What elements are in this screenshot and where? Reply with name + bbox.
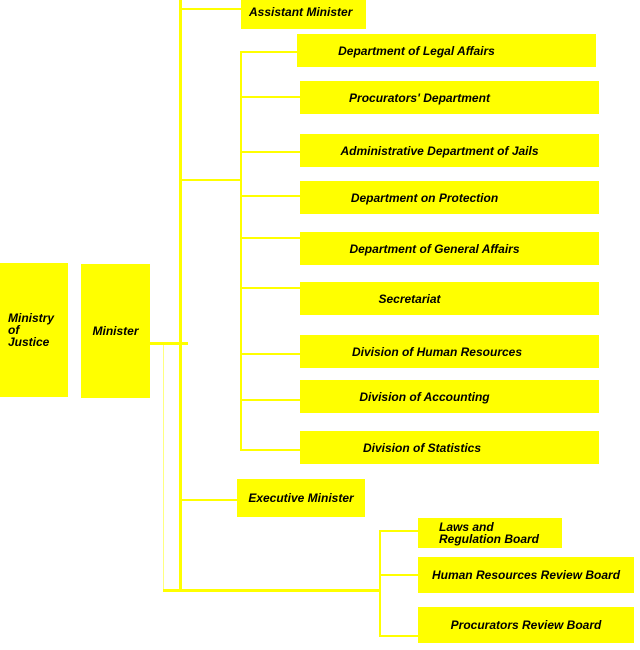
connector-line [379,530,381,637]
board-node: Procurators Review Board [418,607,634,643]
assistant-minister-node: Assistant Minister [241,0,366,29]
department-node: Division of Human Resources [300,335,599,368]
department-node: Division of Accounting [300,380,599,413]
connector-line [380,635,418,637]
connector-line [240,151,300,153]
connector-line [240,195,300,197]
connector-line [240,449,300,451]
connector-line [380,530,418,532]
connector-line [240,353,300,355]
executive-minister-node: Executive Minister [237,479,365,517]
connector-line [180,8,242,10]
connector-line [240,237,300,239]
connector-line [240,96,300,98]
connector-line [163,345,164,591]
department-node: Procurators' Department [300,81,599,114]
minister-node: Minister [81,264,150,398]
connector-line [240,51,298,53]
connector-line [180,499,238,501]
connector-line [180,179,242,181]
board-node: Laws and Regulation Board [418,518,562,548]
connector-line [240,399,300,401]
department-node: Administrative Department of Jails [300,134,599,167]
board-node: Human Resources Review Board [418,557,634,593]
connector-line [380,574,418,576]
connector-line [150,342,188,345]
department-node: Department of Legal Affairs [297,34,596,67]
ministry-node: Ministry of Justice [0,263,68,397]
connector-line [240,51,242,451]
department-node: Secretariat [300,282,599,315]
department-node: Department on Protection [300,181,599,214]
department-node: Division of Statistics [300,431,599,464]
connector-line [179,0,182,592]
connector-line [163,589,381,592]
connector-line [240,287,300,289]
department-node: Department of General Affairs [300,232,599,265]
